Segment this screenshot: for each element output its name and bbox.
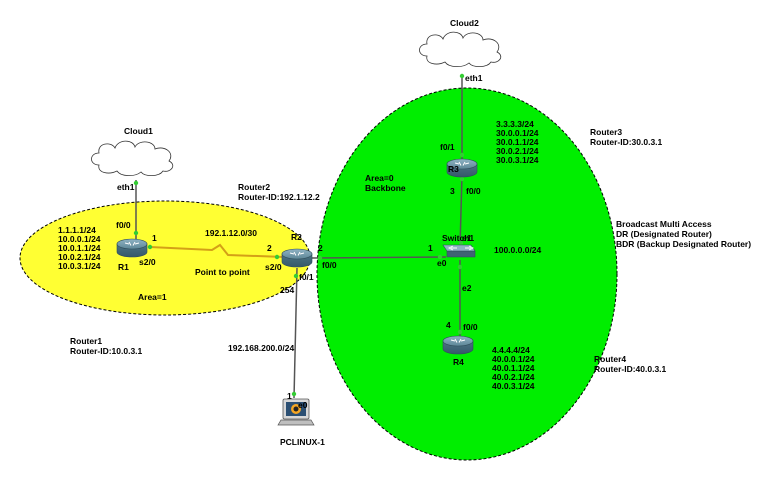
r4-name: R4 — [453, 357, 464, 367]
r3-address: 3.3.3.3/24 — [496, 119, 534, 129]
cloud2-label: Cloud2 — [450, 18, 479, 28]
r3-f00-label: f0/0 — [466, 186, 481, 196]
serial-network-label: 192.1.12.0/30 — [205, 228, 257, 238]
r2-254-label: 254 — [280, 285, 294, 295]
cloud2-icon[interactable] — [419, 31, 502, 68]
r2-side-f00-label: 2 — [318, 243, 323, 253]
r1-title: Router1 — [70, 336, 102, 346]
link-r1-r2-serial — [149, 243, 285, 258]
r2-title: Router2 — [238, 182, 270, 192]
r3-address: 30.0.3.1/24 — [496, 155, 539, 165]
r1-address: 10.0.2.1/24 — [58, 252, 101, 262]
r3-eth1-label: eth1 — [465, 73, 483, 83]
r3-title: Router3 — [590, 127, 622, 137]
link-r2-pc — [293, 267, 298, 399]
pc-side-label: 1 — [287, 391, 292, 401]
r4-address: 4.4.4.4/24 — [492, 345, 530, 355]
r1-s20-label: s2/0 — [139, 257, 156, 267]
pc-name: PCLINUX-1 — [280, 437, 325, 447]
r2-router-id: Router-ID:192.1.12.2 — [238, 192, 320, 202]
r4-side-label: 4 — [446, 320, 451, 330]
r2-f00-label: f0/0 — [322, 260, 337, 270]
r4-address-list: 4.4.4.4/24 40.0.0.1/24 40.0.1.1/24 40.0.… — [492, 345, 535, 391]
broadcast-dr: DR (Designated Router) — [616, 229, 712, 239]
area0-sublabel: Backbone — [365, 183, 406, 193]
r4-f00-label: f0/0 — [463, 322, 478, 332]
r4-address: 40.0.2.1/24 — [492, 372, 535, 382]
r3-address: 30.0.2.1/24 — [496, 146, 539, 156]
router-r2-icon[interactable] — [281, 248, 313, 268]
r3-side-label: 3 — [450, 186, 455, 196]
router-r4-icon[interactable] — [442, 335, 474, 355]
r1-address: 1.1.1.1/24 — [58, 225, 96, 235]
broadcast-title: Broadcast Multi Access — [616, 219, 712, 229]
lan-network-label: 100.0.0.0/24 — [494, 245, 542, 255]
r1-address-list: 1.1.1.1/24 10.0.0.1/24 10.0.1.1/24 10.0.… — [58, 225, 101, 271]
area0-label: Area=0 — [365, 173, 394, 183]
r4-address: 40.0.1.1/24 — [492, 363, 535, 373]
r4-title: Router4 — [594, 354, 626, 364]
r1-side-label: 1 — [152, 233, 157, 243]
link-r3-switch — [459, 174, 463, 248]
connection-dots — [133, 73, 465, 397]
area1-label: Area=1 — [138, 292, 167, 302]
r3-address: 30.0.0.1/24 — [496, 128, 539, 138]
r4-address: 40.0.3.1/24 — [492, 381, 535, 391]
pc-icon[interactable] — [277, 398, 315, 426]
switch-e1-label: e1 — [462, 233, 472, 243]
r2-s20-label: s2/0 — [265, 262, 282, 272]
broadcast-bdr: BDR (Backup Designated Router) — [616, 239, 751, 249]
r3-address-list: 3.3.3.3/24 30.0.0.1/24 30.0.1.1/24 30.0.… — [496, 119, 539, 165]
switch-e0-label: e0 — [437, 258, 447, 268]
r1-router-id: Router-ID:10.0.3.1 — [70, 346, 143, 356]
cloud1-label: Cloud1 — [124, 126, 153, 136]
r3-name: R3 — [448, 164, 459, 174]
r2-name: R2 — [291, 232, 302, 242]
r3-address: 30.0.1.1/24 — [496, 137, 539, 147]
r1-address: 10.0.0.1/24 — [58, 234, 101, 244]
r3-f01-label: f0/1 — [440, 142, 455, 152]
switch-side-label: 1 — [428, 243, 433, 253]
cloud1-icon[interactable] — [91, 140, 174, 177]
r4-router-id: Router-ID:40.0.3.1 — [594, 364, 667, 374]
pc-e0-label: e0 — [298, 400, 308, 410]
r1-address: 10.0.1.1/24 — [58, 243, 101, 253]
switch-e2-label: e2 — [462, 283, 472, 293]
r1-name: R1 — [118, 262, 129, 272]
r1-address: 10.0.3.1/24 — [58, 261, 101, 271]
switch-icon[interactable] — [442, 244, 476, 258]
r2-side-s-label: 2 — [267, 243, 272, 253]
serial-desc-label: Point to point — [195, 267, 250, 277]
r4-address: 40.0.0.1/24 — [492, 354, 535, 364]
r1-f00-label: f0/0 — [116, 220, 131, 230]
r2-f01-label: f0/1 — [299, 272, 314, 282]
switch-name: Switch1 — [442, 233, 474, 243]
area0-ellipse — [316, 87, 618, 461]
router-r1-icon[interactable] — [116, 238, 148, 258]
link-r2-switch — [311, 256, 447, 259]
r3-router-id: Router-ID:30.0.3.1 — [590, 137, 663, 147]
pc-network-label: 192.168.200.0/24 — [228, 343, 294, 353]
r1-eth1-label: eth1 — [117, 182, 135, 192]
